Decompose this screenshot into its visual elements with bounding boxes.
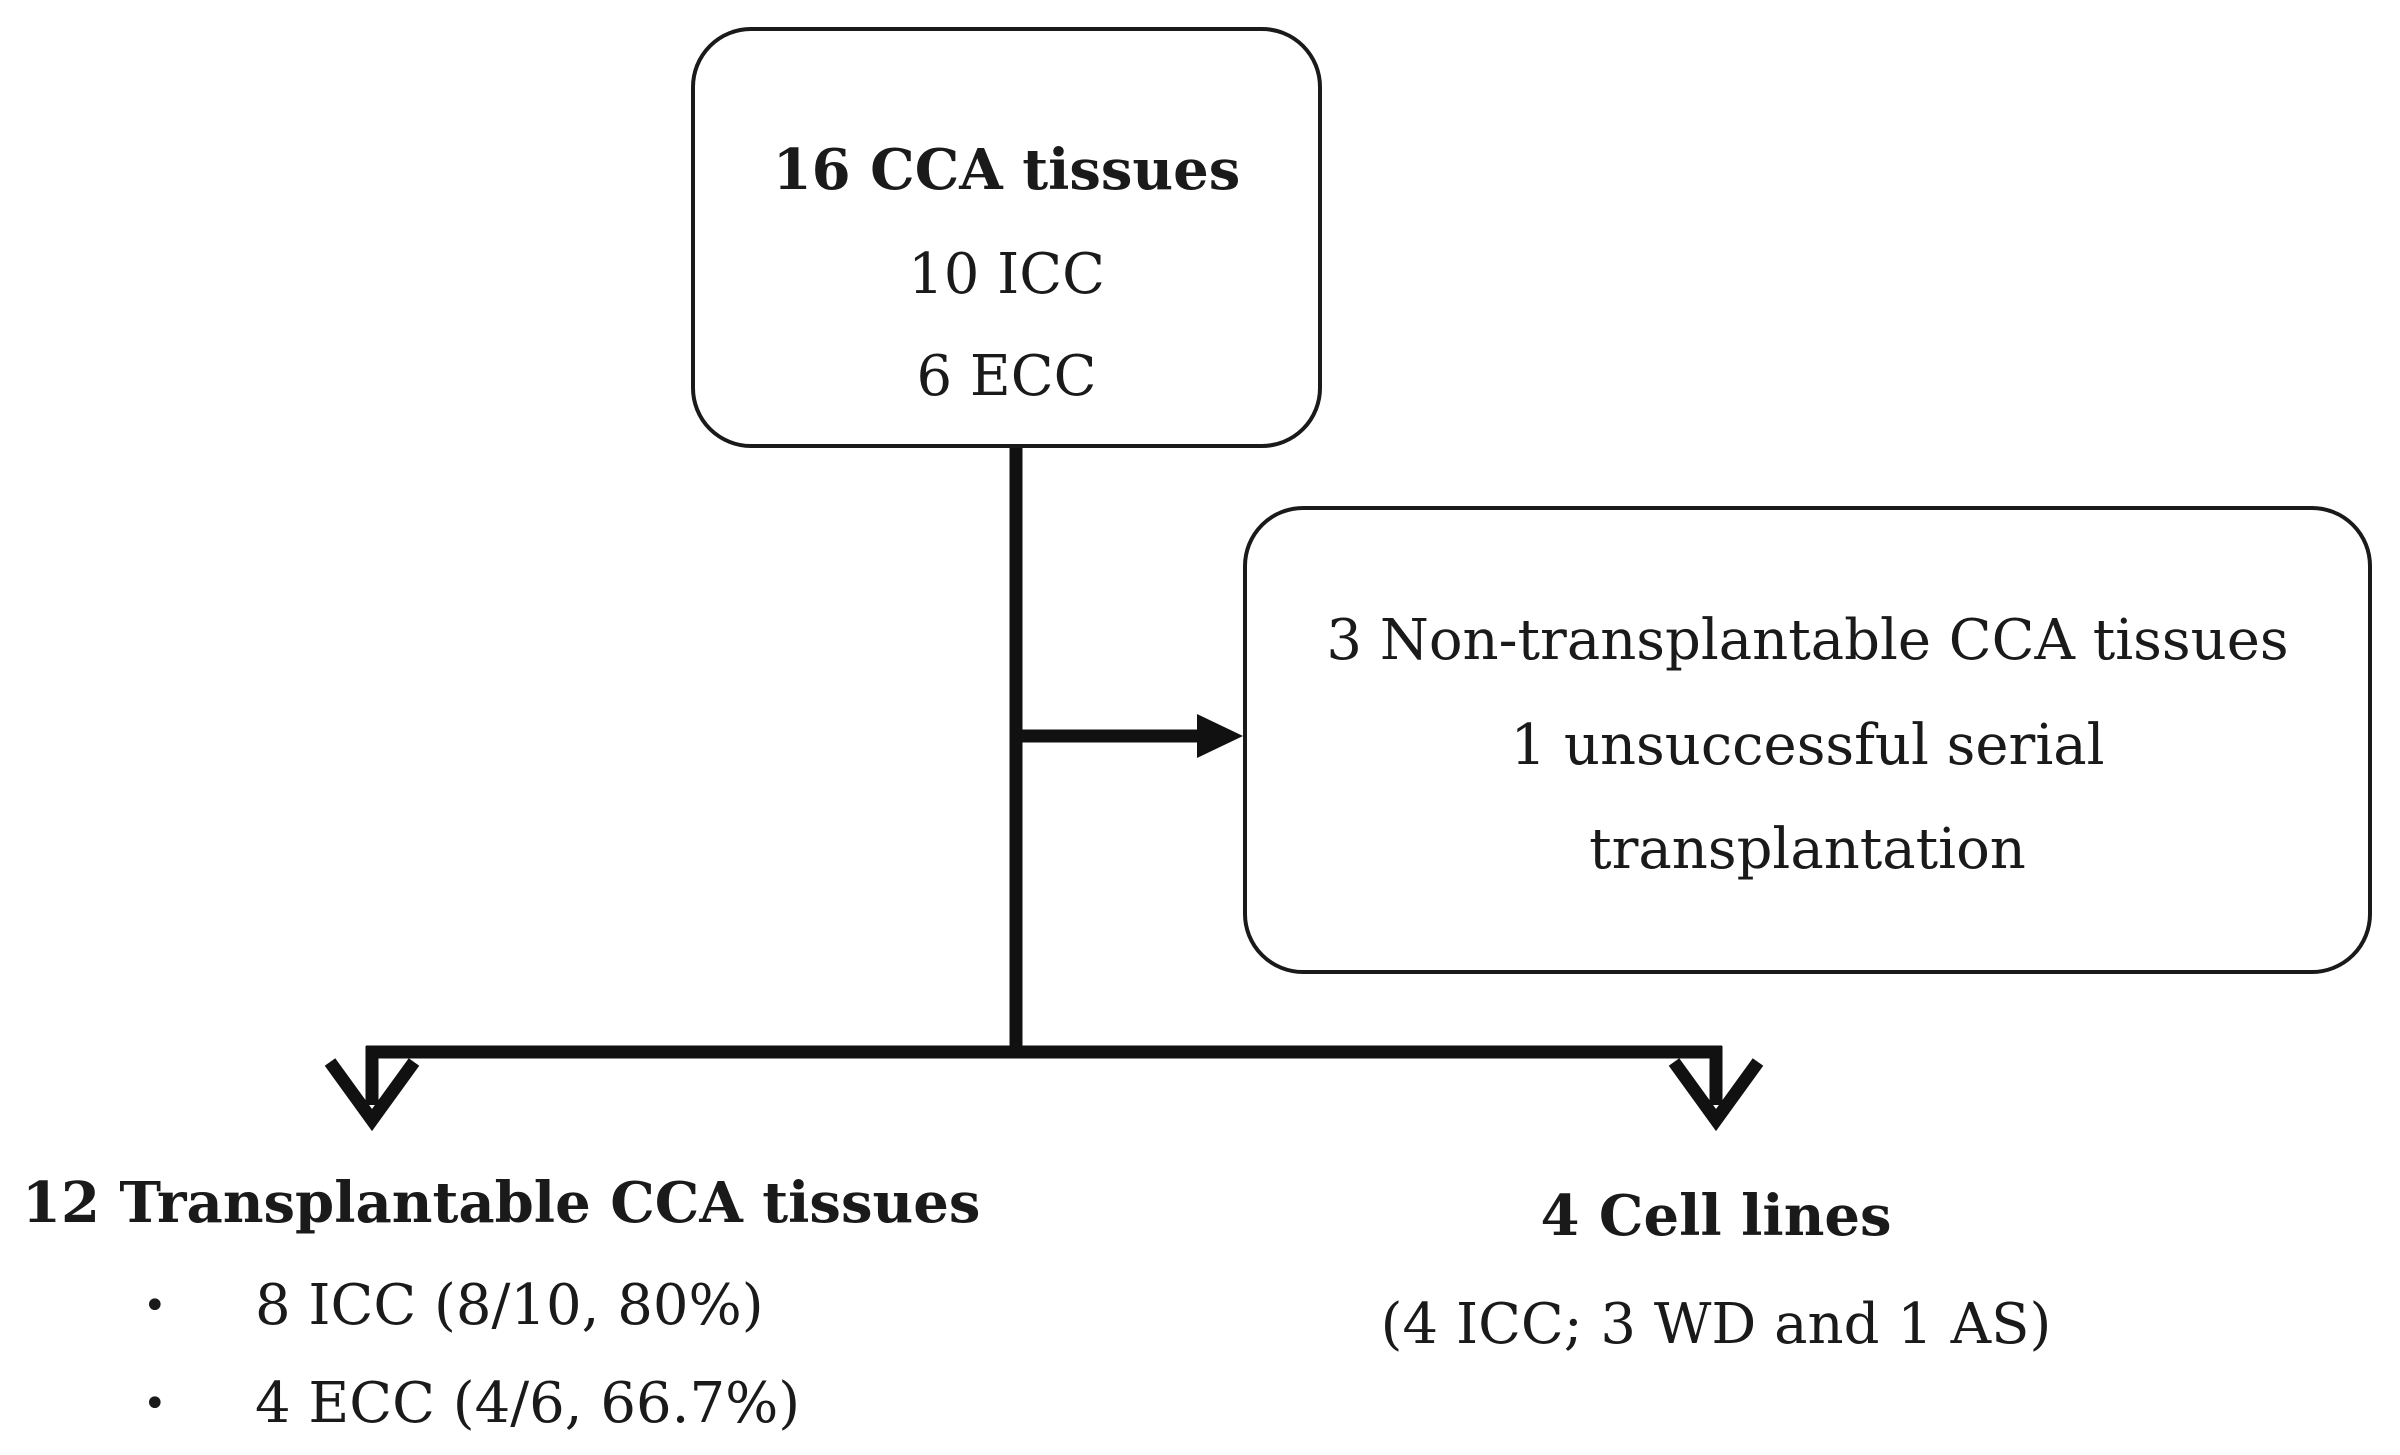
- bullet-icon: •: [143, 1283, 167, 1329]
- right-arrowhead-filled: [1197, 714, 1243, 758]
- excluded-line-3: transplantation: [1589, 817, 2026, 882]
- excluded-box: 3 Non-transplantable CCA tissues 1 unsuc…: [1243, 506, 2372, 974]
- transplantable-title: 12 Transplantable CCA tissues: [22, 1170, 981, 1236]
- bullet-icon: •: [143, 1381, 167, 1427]
- left-arrowhead: [324, 1058, 420, 1132]
- cell-lines-title: 4 Cell lines: [1540, 1183, 1892, 1249]
- root-box: 16 CCA tissues 10 ICC 6 ECC: [691, 27, 1322, 448]
- right-arrowhead: [1668, 1058, 1764, 1132]
- transplantable-item-icc: 8 ICC (8/10, 80%): [255, 1273, 764, 1338]
- transplantable-item-ecc: 4 ECC (4/6, 66.7%): [255, 1371, 801, 1436]
- root-line-icc: 10 ICC: [908, 242, 1105, 307]
- root-title: 16 CCA tissues: [772, 137, 1241, 203]
- excluded-line-1: 3 Non-transplantable CCA tissues: [1326, 608, 2289, 673]
- cell-lines-detail: (4 ICC; 3 WD and 1 AS): [1380, 1292, 2052, 1357]
- root-line-ecc: 6 ECC: [916, 344, 1097, 409]
- excluded-line-2: 1 unsuccessful serial: [1510, 713, 2105, 778]
